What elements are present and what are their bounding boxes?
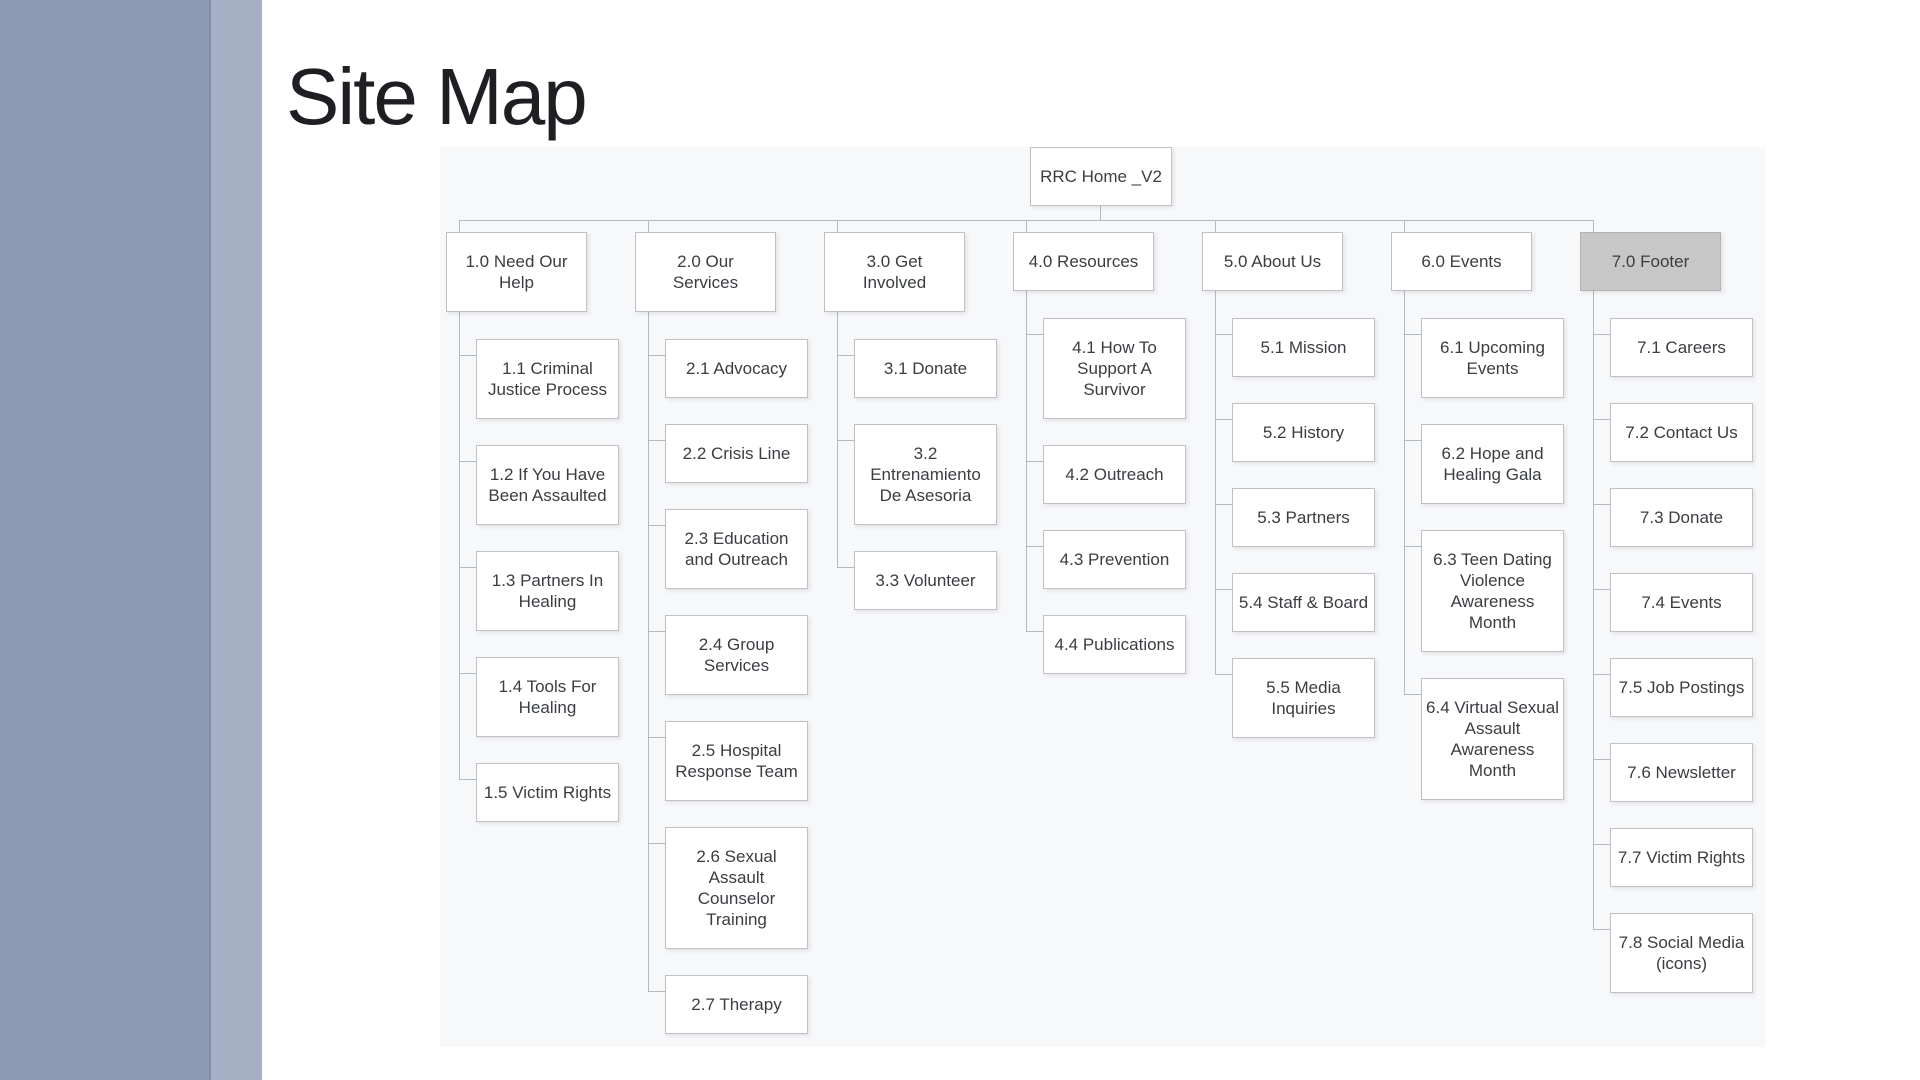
column-5-0-children: 5.1 Mission 5.2 History 5.3 Partners 5.4 St…: [1232, 318, 1375, 738]
node-2-2[interactable]: 2.2 Crisis Line: [665, 424, 808, 483]
node-3-2[interactable]: 3.2 Entrenamiento De Asesoria: [854, 424, 997, 525]
column-1-0-children: 1.1 Criminal Justice Process 1.2 If You H…: [476, 339, 619, 822]
node-4-2[interactable]: 4.2 Outreach: [1043, 445, 1186, 504]
node-1-4[interactable]: 1.4 Tools For Healing: [476, 657, 619, 737]
node-7-8[interactable]: 7.8 Social Media (icons): [1610, 913, 1753, 993]
node-6-2[interactable]: 6.2 Hope and Healing Gala: [1421, 424, 1564, 504]
node-2-1[interactable]: 2.1 Advocacy: [665, 339, 808, 398]
node-7-2[interactable]: 7.2 Contact Us: [1610, 403, 1753, 462]
node-7-1[interactable]: 7.1 Careers: [1610, 318, 1753, 377]
node-2-6[interactable]: 2.6 Sexual Assault Counselor Training: [665, 827, 808, 949]
node-4-3[interactable]: 4.3 Prevention: [1043, 530, 1186, 589]
column-7-0-children: 7.1 Careers 7.2 Contact Us 7.3 Donate 7.4 E…: [1610, 318, 1753, 993]
node-2-0[interactable]: 2.0 Our Services: [635, 232, 776, 312]
node-7-0[interactable]: 7.0 Footer: [1580, 232, 1721, 291]
node-4-0[interactable]: 4.0 Resources: [1013, 232, 1154, 291]
node-5-3[interactable]: 5.3 Partners: [1232, 488, 1375, 547]
node-5-0[interactable]: 5.0 About Us: [1202, 232, 1343, 291]
node-6-4[interactable]: 6.4 Virtual Sexual Assault Awareness Mon…: [1421, 678, 1564, 800]
node-7-4[interactable]: 7.4 Events: [1610, 573, 1753, 632]
node-1-2[interactable]: 1.2 If You Have Been Assaulted: [476, 445, 619, 525]
page-title: Site Map: [286, 52, 588, 141]
node-3-1[interactable]: 3.1 Donate: [854, 339, 997, 398]
node-3-0[interactable]: 3.0 Get Involved: [824, 232, 965, 312]
column-4-0-children: 4.1 How To Support A Survivor 4.2 Outreac…: [1043, 318, 1186, 674]
node-5-4[interactable]: 5.4 Staff & Board: [1232, 573, 1375, 632]
column-3-0-children: 3.1 Donate 3.2 Entrenamiento De Asesoria 3…: [854, 339, 997, 610]
node-4-4[interactable]: 4.4 Publications: [1043, 615, 1186, 674]
node-7-7[interactable]: 7.7 Victim Rights: [1610, 828, 1753, 887]
node-2-5[interactable]: 2.5 Hospital Response Team: [665, 721, 808, 801]
node-4-1[interactable]: 4.1 How To Support A Survivor: [1043, 318, 1186, 419]
node-1-5[interactable]: 1.5 Victim Rights: [476, 763, 619, 822]
node-6-3[interactable]: 6.3 Teen Dating Violence Awareness Month: [1421, 530, 1564, 652]
node-6-0[interactable]: 6.0 Events: [1391, 232, 1532, 291]
node-2-4[interactable]: 2.4 Group Services: [665, 615, 808, 695]
node-5-2[interactable]: 5.2 History: [1232, 403, 1375, 462]
sidebar-light-panel: [209, 0, 262, 1080]
column-6-0-children: 6.1 Upcoming Events 6.2 Hope and Healing …: [1421, 318, 1564, 800]
node-3-3[interactable]: 3.3 Volunteer: [854, 551, 997, 610]
node-6-1[interactable]: 6.1 Upcoming Events: [1421, 318, 1564, 398]
column-2-0-children: 2.1 Advocacy 2.2 Crisis Line 2.3 Education…: [665, 339, 808, 1034]
node-root[interactable]: RRC Home _V2: [1030, 147, 1172, 206]
node-1-3[interactable]: 1.3 Partners In Healing: [476, 551, 619, 631]
node-7-3[interactable]: 7.3 Donate: [1610, 488, 1753, 547]
node-5-5[interactable]: 5.5 Media Inquiries: [1232, 658, 1375, 738]
node-2-7[interactable]: 2.7 Therapy: [665, 975, 808, 1034]
sidebar-dark-panel: [0, 0, 209, 1080]
node-5-1[interactable]: 5.1 Mission: [1232, 318, 1375, 377]
node-7-5[interactable]: 7.5 Job Postings: [1610, 658, 1753, 717]
node-1-0[interactable]: 1.0 Need Our Help: [446, 232, 587, 312]
node-7-6[interactable]: 7.6 Newsletter: [1610, 743, 1753, 802]
node-1-1[interactable]: 1.1 Criminal Justice Process: [476, 339, 619, 419]
node-2-3[interactable]: 2.3 Education and Outreach: [665, 509, 808, 589]
